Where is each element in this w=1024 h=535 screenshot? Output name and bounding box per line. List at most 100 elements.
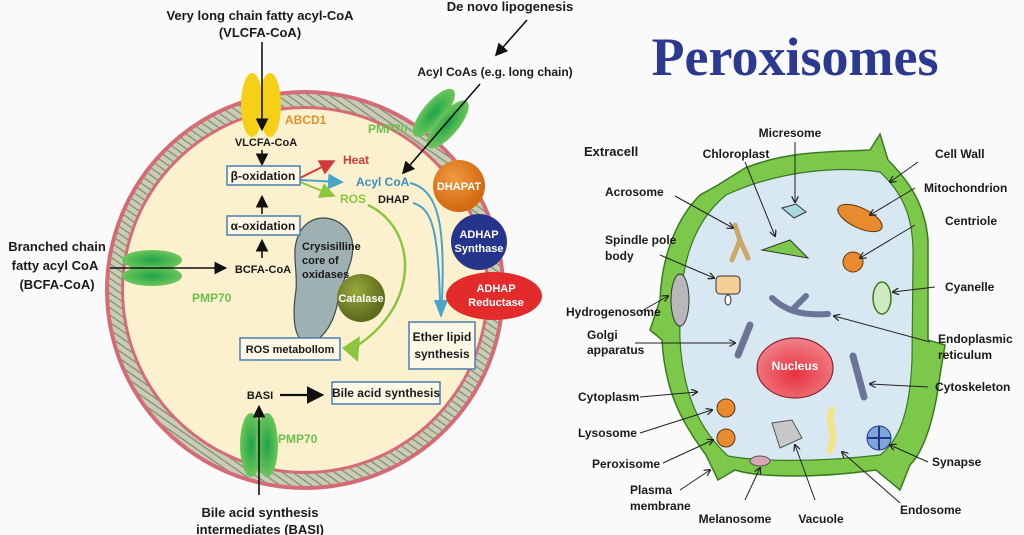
pmp70-left-label: PMP70 xyxy=(192,291,232,305)
golgi-apparatus-icon xyxy=(734,321,754,359)
peroxisome-pathway-panel: Very long chain fatty acyl-CoA (VLCFA-Co… xyxy=(8,0,573,535)
peroxisome-label: Peroxisome xyxy=(592,457,660,471)
dhap-label: DHAP xyxy=(378,194,409,206)
pmp70-transporter-top-icon xyxy=(412,88,469,149)
ether-lipid-box xyxy=(408,321,476,370)
leader-lines xyxy=(635,142,936,504)
micresome-icon xyxy=(780,203,807,219)
basi-label: BASI xyxy=(247,390,273,402)
cytoplasm-label: Cytoplasm xyxy=(578,390,639,404)
synapse-icon xyxy=(866,425,892,451)
pmp70-transporter-bottom-icon xyxy=(240,413,278,477)
endosome-icon xyxy=(826,406,837,454)
dhapat-circle xyxy=(433,160,485,212)
heat-label: Heat xyxy=(343,153,369,167)
acyl-coa-arrow xyxy=(299,173,344,190)
ros-arrow xyxy=(299,181,336,198)
endosome-label: Endosome xyxy=(900,503,962,517)
acyl-coas-label: Acyl CoAs (e.g. long chain) xyxy=(417,65,572,79)
peroxisome-icon xyxy=(716,428,736,448)
ether-lipid-label-2: synthesis xyxy=(414,347,470,361)
vlcfa-coa-label: VLCFA-CoA xyxy=(235,137,297,149)
melanosome-label: Melanosome xyxy=(699,512,772,526)
heat-arrow xyxy=(299,160,336,179)
beta-oxidation-box xyxy=(226,165,301,186)
de-novo-label: De novo lipogenesis xyxy=(447,0,573,14)
de-novo-arrow xyxy=(494,19,528,57)
beta-oxidation-label: β-oxidation xyxy=(231,169,296,183)
adhap-synthase-label-2: Synthase xyxy=(455,243,504,255)
acyl-coas-import-arrow xyxy=(401,83,481,175)
golgi-label-2: apparatus xyxy=(587,343,645,357)
bcfa-source-label-1: Branched chain xyxy=(8,239,106,254)
acyl-coa-label: Acyl CoA xyxy=(356,175,410,189)
dhap-ether-path xyxy=(412,202,441,301)
ros-label: ROS xyxy=(340,192,366,206)
pmp70-transporter-left-icon xyxy=(122,250,182,286)
cell-wall-label: Cell Wall xyxy=(935,147,985,161)
spindle-pole-label-2: body xyxy=(605,249,634,263)
er-label-1: Endoplasmic xyxy=(938,332,1013,346)
adhap-reductase-label-1: ADHAP xyxy=(476,283,515,295)
alpha-oxidation-box xyxy=(226,215,301,236)
ros-metabolism-path xyxy=(349,203,407,352)
catalase-label: Catalase xyxy=(338,293,383,305)
plasma-membrane-label-2: membrane xyxy=(630,499,691,513)
acyl-coa-ether-path xyxy=(409,182,444,301)
bcfa-source-label-2: fatty acyl CoA xyxy=(12,258,99,273)
centriole-icon xyxy=(842,251,864,273)
plasma-membrane-label-1: Plasma xyxy=(630,483,672,497)
ros-metabolism-box xyxy=(239,337,341,361)
basi-source-label-1: Bile acid synthesis xyxy=(201,505,318,520)
dhapat-label: DHAPAT xyxy=(437,181,481,193)
bcfa-coa-label: BCFA-CoA xyxy=(235,264,291,276)
cytoskeleton-icon xyxy=(849,352,868,401)
hydrogenosome-icon xyxy=(670,273,690,327)
er-label-2: reticulum xyxy=(938,348,992,362)
bile-acid-box xyxy=(331,381,441,405)
vacuole-label: Vacuole xyxy=(798,512,844,526)
pmp70-bottom-label: PMP70 xyxy=(278,432,318,446)
page-title: Peroxisomes xyxy=(652,27,939,87)
hydrogenosome-label: Hydrogenosome xyxy=(566,305,661,319)
pmp70-top-label: PMP70 xyxy=(368,122,408,136)
endoplasmic-reticulum-icon xyxy=(769,293,831,318)
core-label-3: oxidases xyxy=(302,269,349,281)
ros-metabolism-arrowhead xyxy=(342,336,360,362)
synapse-label: Synapse xyxy=(932,455,982,469)
chloroplast-label: Chloroplast xyxy=(703,147,770,161)
cytoskeleton-label: Cytoskeleton xyxy=(935,380,1010,394)
melanosome-icon xyxy=(749,455,771,467)
ros-metabolism-label: ROS metabollom xyxy=(246,344,335,356)
mitochondrion-label: Mitochondrion xyxy=(924,181,1007,195)
lysosome-label: Lysosome xyxy=(578,426,637,440)
acrosome-label: Acrosome xyxy=(605,185,664,199)
vacuole-icon xyxy=(771,419,803,449)
spindle-pole-body-icon xyxy=(715,275,741,306)
adhap-synthase-circle xyxy=(451,214,507,270)
adhap-synthase-label-1: ADHAP xyxy=(459,229,498,241)
basi-source-label-2: intermediates (BASI) xyxy=(196,522,324,535)
golgi-label-1: Golgi xyxy=(587,328,618,342)
cyanelle-icon xyxy=(872,281,892,315)
core-label-2: core of xyxy=(302,255,339,267)
nucleus-label: Nucleus xyxy=(772,359,819,373)
micresome-label: Micresome xyxy=(759,126,822,140)
core-of-oxidases-shape xyxy=(293,217,354,343)
abcd1-label: ABCD1 xyxy=(285,113,327,127)
alpha-oxidation-label: α-oxidation xyxy=(231,219,296,233)
lysosome-icon xyxy=(716,398,736,418)
acrosome-icon xyxy=(729,222,751,263)
vlcfa-source-abbr-label: (VLCFA-CoA) xyxy=(219,25,301,40)
cell-organelles-panel: Extracell Micresome Chloroplast Cell Wal… xyxy=(566,126,1013,526)
centriole-label: Centriole xyxy=(945,214,997,228)
adhap-reductase-ellipse xyxy=(446,272,542,320)
mitochondrion-icon xyxy=(837,203,883,233)
nucleus-shape xyxy=(756,337,834,399)
extracell-label: Extracell xyxy=(584,144,638,159)
spindle-pole-label-1: Spindle pole xyxy=(605,233,677,247)
catalase-circle xyxy=(337,274,385,322)
bile-acid-label: Bile acid synthesis xyxy=(332,386,440,400)
chloroplast-icon xyxy=(760,239,810,259)
